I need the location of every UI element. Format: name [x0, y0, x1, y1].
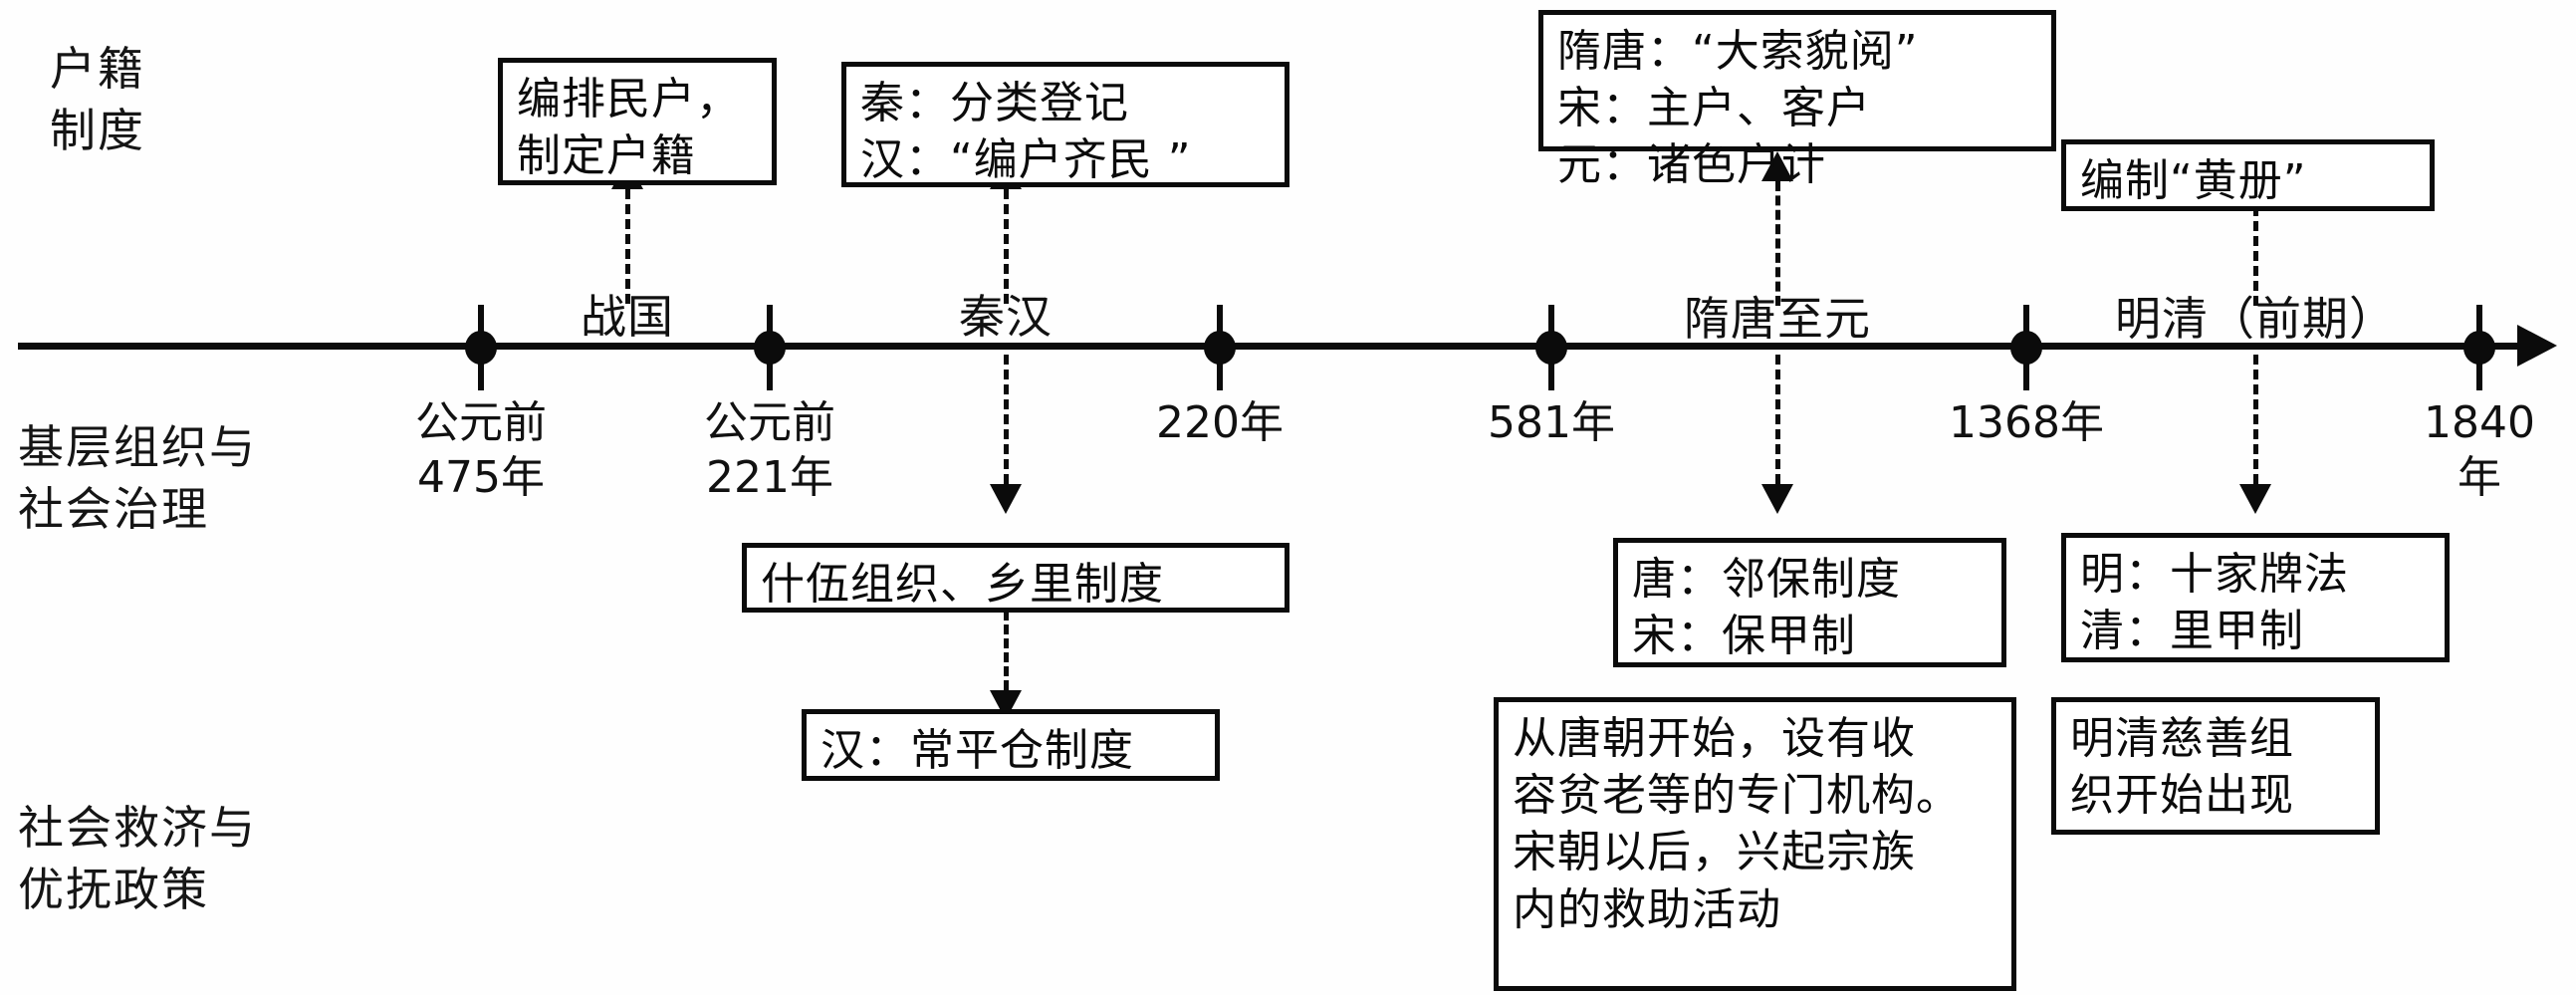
timeline-tick-1[interactable]	[754, 305, 786, 390]
timeline-tick-2[interactable]	[1204, 305, 1236, 390]
timeline-tick-label-4: 1368年	[1949, 397, 2104, 448]
note-shiwu-xiangli[interactable]: 什伍组织、乡里制度	[742, 543, 1289, 613]
note-ming-qing-household[interactable]: 编制“黄册”	[2061, 139, 2435, 211]
timeline-dot-icon	[1204, 331, 1236, 365]
connector-arrow-down-icon	[1761, 484, 1793, 514]
timeline-tick-0[interactable]	[465, 305, 497, 390]
note-qin-han-household[interactable]: 秦：分类登记 汉：“编户齐民 ”	[841, 62, 1289, 187]
row-label-grassroots-organization: 基层组织与 社会治理	[18, 420, 257, 537]
timeline-tick-4[interactable]	[2010, 305, 2042, 390]
connector-ming-qing-down	[2253, 355, 2258, 484]
connector-warring-states-up	[625, 189, 630, 304]
note-warring-states-household[interactable]: 编排民户， 制定户籍	[498, 58, 777, 185]
connector-qin-han-up	[1004, 189, 1009, 304]
connector-ming-qing-up	[2253, 191, 2258, 306]
timeline-dot-icon	[465, 331, 497, 365]
connector-arrow-up-icon	[1761, 151, 1793, 181]
timeline-tick-label-0: 公元前 475年	[415, 397, 547, 503]
note-ming-qing-charity[interactable]: 明清慈善组 织开始出现	[2051, 697, 2380, 835]
timeline-dot-icon	[1535, 331, 1567, 365]
timeline-tick-label-3: 581年	[1488, 397, 1615, 448]
timeline-tick-label-5: 1840年	[2424, 397, 2535, 503]
timeline-axis	[18, 343, 2527, 350]
timeline-dot-icon	[2463, 331, 2495, 365]
note-ming-qing-grassroots[interactable]: 明：十家牌法 清：里甲制	[2061, 533, 2450, 662]
note-tang-relief[interactable]: 从唐朝开始，设有收 容贫老等的专门机构。 宋朝以后，兴起宗族 内的救助活动	[1494, 697, 2016, 991]
row-label-social-relief: 社会救济与 优抚政策	[18, 801, 257, 917]
connector-qin-han-down	[1004, 355, 1009, 484]
note-sui-tang-yuan-household[interactable]: 隋唐：“大索貌阅” 宋：主户、客户 元：诸色户计	[1538, 10, 2056, 190]
timeline-axis-arrow-icon	[2517, 325, 2557, 367]
connector-arrow-down-icon	[2239, 484, 2271, 514]
note-han-changpingcang[interactable]: 汉：常平仓制度	[802, 709, 1220, 781]
connector-shiwu-to-changpingcang	[1004, 611, 1009, 690]
timeline-dot-icon	[754, 331, 786, 365]
row-label-household-registration: 户籍 制度	[50, 42, 145, 158]
connector-sui-tang-yuan-up	[1775, 181, 1780, 306]
note-tang-song-grassroots[interactable]: 唐：邻保制度 宋：保甲制	[1613, 538, 2006, 667]
connector-sui-tang-yuan-down	[1775, 355, 1780, 484]
timeline-tick-label-2: 220年	[1156, 397, 1284, 448]
connector-arrow-down-icon	[990, 484, 1022, 514]
timeline-tick-3[interactable]	[1535, 305, 1567, 390]
timeline-dot-icon	[2010, 331, 2042, 365]
timeline-tick-5[interactable]	[2463, 305, 2495, 390]
timeline-tick-label-1: 公元前 221年	[704, 397, 835, 503]
